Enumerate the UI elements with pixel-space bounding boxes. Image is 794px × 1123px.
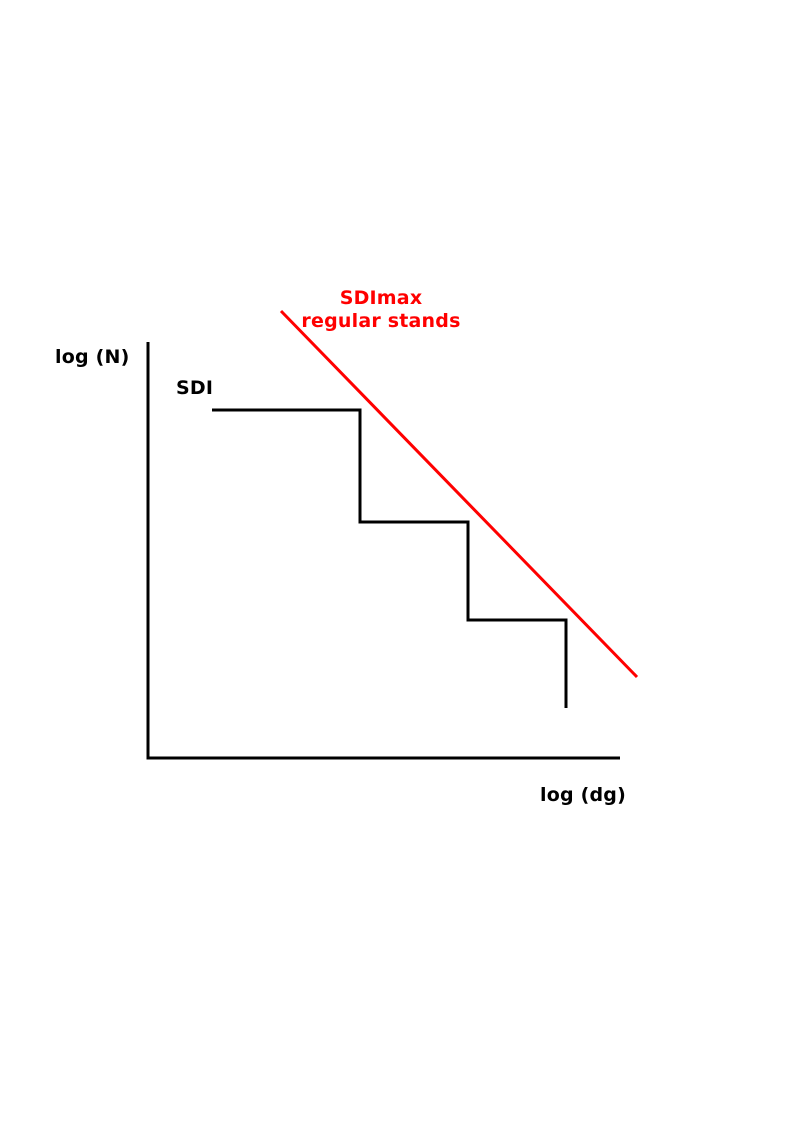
y-axis-label: log (N) [55,346,130,368]
sdimax-label-line1: SDImax [339,287,423,309]
sdi-step-line [212,408,568,708]
sdimax-line [279,309,639,679]
sdimax-label-line2: regular stands [301,309,461,332]
sdi-label: SDI [176,377,214,399]
x-axis-label: log (dg) [540,784,626,806]
sdimax-label: SDImax regular stands [296,287,466,333]
